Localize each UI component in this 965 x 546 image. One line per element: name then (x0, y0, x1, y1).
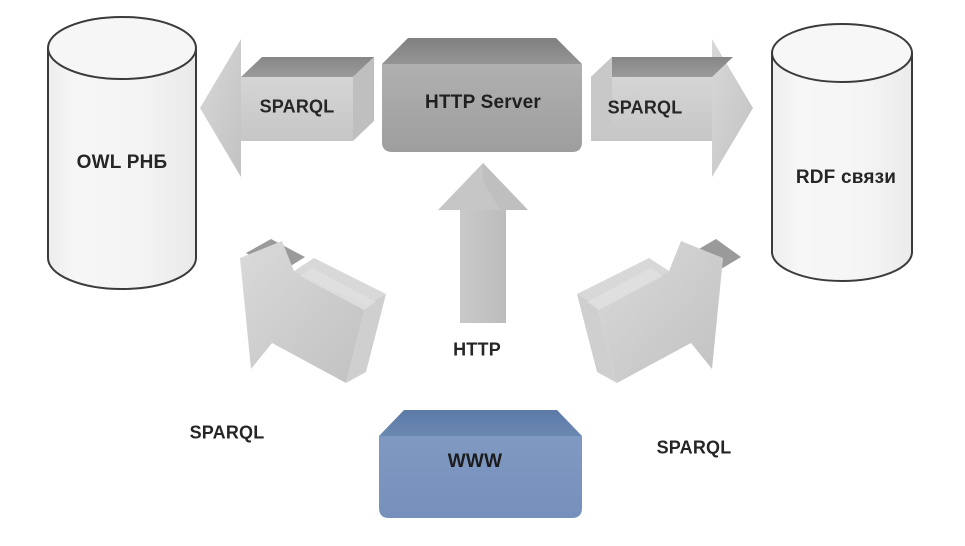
node-label-owl-rnb: OWL РНБ (76, 152, 168, 173)
node-owl-rnb-shape (47, 16, 197, 290)
arrow-www-to-server-shape (438, 163, 528, 323)
arrow-label-www-to-server: HTTP (453, 339, 501, 360)
node-www-shape (379, 410, 582, 518)
node-label-http-server: HTTP Server (425, 92, 541, 113)
node-rdf-svyazi-shape (771, 23, 913, 282)
arrow-label-www-to-rdf: SPARQL (656, 437, 732, 458)
arrow-server-to-rdf-shape (591, 39, 753, 177)
arrow-www-to-owl-shape (240, 239, 386, 383)
arrow-server-to-owl-shape (200, 39, 374, 177)
arrow-www-to-rdf-shape (577, 239, 741, 383)
node-http-server-shape (382, 38, 582, 152)
arrow-label-server-to-owl: SPARQL (259, 96, 335, 117)
node-label-www: WWW (447, 451, 503, 472)
arrow-label-www-to-owl: SPARQL (189, 422, 265, 443)
node-label-rdf-svyazi: RDF связи (795, 167, 897, 188)
arrow-label-server-to-rdf: SPARQL (607, 97, 683, 118)
